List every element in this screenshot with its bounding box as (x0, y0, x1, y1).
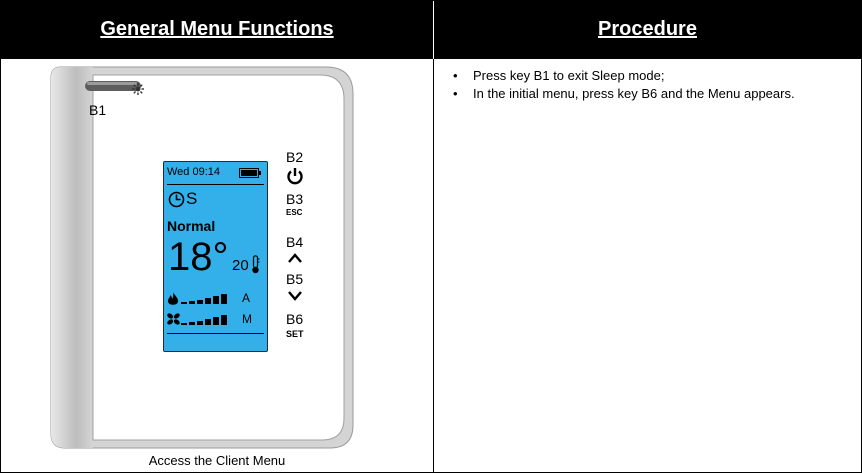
thermometer-icon (252, 255, 260, 274)
lcd-screen: Wed 09:14 S Normal 18° 20 (163, 161, 268, 352)
procedure-step: Press key B1 to exit Sleep mode; (453, 67, 841, 85)
header-procedure: Procedure (434, 1, 861, 59)
key-b1-label: B1 (89, 102, 107, 118)
current-temperature: 18° (168, 235, 229, 279)
screen-divider-bottom (167, 333, 264, 334)
power-icon[interactable] (286, 167, 304, 185)
key-b2-label: B2 (286, 149, 304, 165)
fan-icon (167, 313, 180, 325)
header-right-title: Procedure (598, 18, 697, 40)
clock-icon (168, 191, 185, 208)
figure-caption: Access the Client Menu (148, 453, 286, 468)
chevron-down-icon[interactable] (287, 290, 303, 302)
day-time-readout: Wed 09:14 (167, 166, 221, 178)
heat-mode-letter: A (242, 291, 251, 305)
key-b3-label: B3 (286, 191, 304, 207)
key-b6-label: B6 (286, 311, 304, 327)
header-left-title: General Menu Functions (100, 18, 334, 40)
flame-icon (168, 292, 178, 305)
header-general-menu-functions: General Menu Functions (1, 1, 433, 59)
setpoint-temperature: 20 (232, 257, 249, 274)
heat-level-bars (181, 294, 227, 304)
battery-icon (239, 168, 261, 178)
set-key-mark[interactable]: SET (286, 329, 304, 339)
procedure-steps: Press key B1 to exit Sleep mode; In the … (453, 67, 841, 103)
esc-key-mark[interactable]: ESC (286, 208, 303, 217)
key-b4-label: B4 (286, 234, 304, 250)
operating-mode-text: Normal (167, 218, 216, 234)
screen-divider-top (167, 184, 264, 185)
fan-mode-letter: M (242, 312, 252, 326)
fan-level-bars (181, 315, 227, 325)
key-b5-label: B5 (286, 271, 304, 287)
program-mode-letter: S (186, 189, 198, 208)
chevron-up-icon[interactable] (287, 252, 303, 264)
column-divider (433, 59, 434, 472)
sun-icon (132, 83, 144, 95)
procedure-step: In the initial menu, press key B6 and th… (453, 85, 841, 103)
